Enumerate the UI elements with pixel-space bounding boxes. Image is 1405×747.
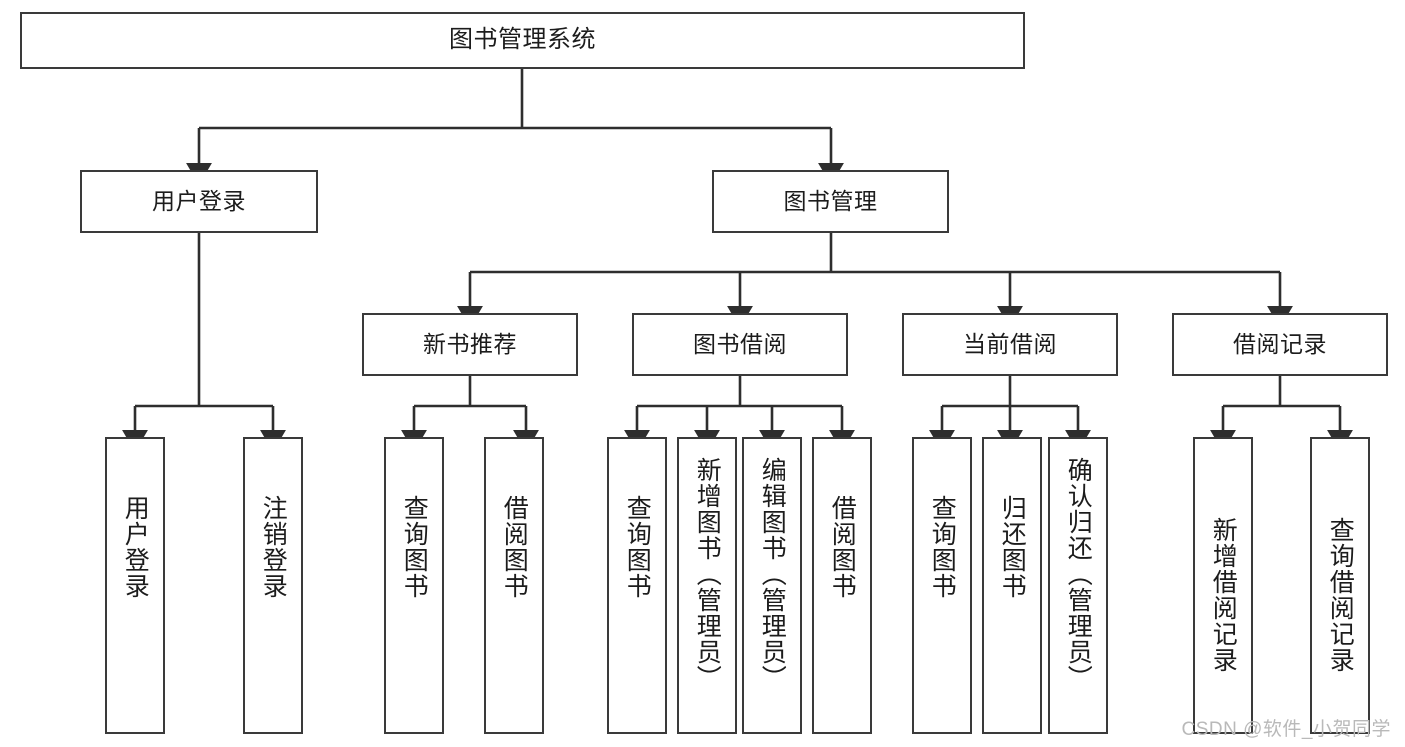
node-leaf-current-query[interactable]: 查询图书 [912, 437, 972, 734]
node-current-borrow[interactable]: 当前借阅 [902, 313, 1118, 376]
node-current-borrow-label: 当前借阅 [963, 330, 1057, 357]
node-leaf-newbook-query[interactable]: 查询图书 [384, 437, 444, 734]
csdn-watermark: CSDN @软件_小贺同学 [1181, 719, 1391, 740]
node-borrow-record[interactable]: 借阅记录 [1172, 313, 1388, 376]
node-root[interactable]: 图书管理系统 [20, 12, 1025, 69]
node-book-manage[interactable]: 图书管理 [712, 170, 949, 233]
node-leaf-current-query-label: 查询图书 [928, 495, 957, 599]
node-leaf-logout-label: 注销登录 [259, 495, 288, 599]
node-leaf-borrow-edit[interactable]: 编辑图书（管理员） [742, 437, 802, 734]
node-leaf-newbook-query-label: 查询图书 [400, 495, 429, 599]
node-leaf-borrow-query-label: 查询图书 [623, 495, 652, 599]
node-leaf-record-query[interactable]: 查询借阅记录 [1310, 437, 1370, 734]
node-user-login-label: 用户登录 [152, 187, 246, 214]
node-book-borrow-label: 图书借阅 [693, 330, 787, 357]
node-leaf-borrow-edit-label: 编辑图书（管理员） [758, 457, 787, 691]
node-leaf-current-return[interactable]: 归还图书 [982, 437, 1042, 734]
node-user-login[interactable]: 用户登录 [80, 170, 318, 233]
node-leaf-record-add[interactable]: 新增借阅记录 [1193, 437, 1253, 734]
node-leaf-borrow-add-label: 新增图书（管理员） [693, 457, 722, 691]
node-book-borrow[interactable]: 图书借阅 [632, 313, 848, 376]
node-leaf-current-confirm-label: 确认归还（管理员） [1064, 457, 1093, 691]
node-leaf-current-return-label: 归还图书 [998, 495, 1027, 599]
node-leaf-newbook-borrow-label: 借阅图书 [500, 495, 529, 599]
node-leaf-current-confirm[interactable]: 确认归还（管理员） [1048, 437, 1108, 734]
node-leaf-user-login-label: 用户登录 [121, 495, 150, 599]
node-leaf-borrow-add[interactable]: 新增图书（管理员） [677, 437, 737, 734]
node-leaf-borrow-query[interactable]: 查询图书 [607, 437, 667, 734]
node-new-book-label: 新书推荐 [423, 330, 517, 357]
node-leaf-newbook-borrow[interactable]: 借阅图书 [484, 437, 544, 734]
node-borrow-record-label: 借阅记录 [1233, 330, 1327, 357]
node-leaf-record-add-label: 新增借阅记录 [1209, 517, 1238, 673]
node-leaf-borrow-book-label: 借阅图书 [828, 495, 857, 599]
node-book-manage-label: 图书管理 [783, 187, 878, 214]
node-new-book[interactable]: 新书推荐 [362, 313, 578, 376]
node-leaf-logout[interactable]: 注销登录 [243, 437, 303, 734]
node-leaf-borrow-book[interactable]: 借阅图书 [812, 437, 872, 734]
node-leaf-user-login[interactable]: 用户登录 [105, 437, 165, 734]
node-root-label: 图书管理系统 [449, 26, 596, 54]
node-leaf-record-query-label: 查询借阅记录 [1326, 517, 1355, 673]
